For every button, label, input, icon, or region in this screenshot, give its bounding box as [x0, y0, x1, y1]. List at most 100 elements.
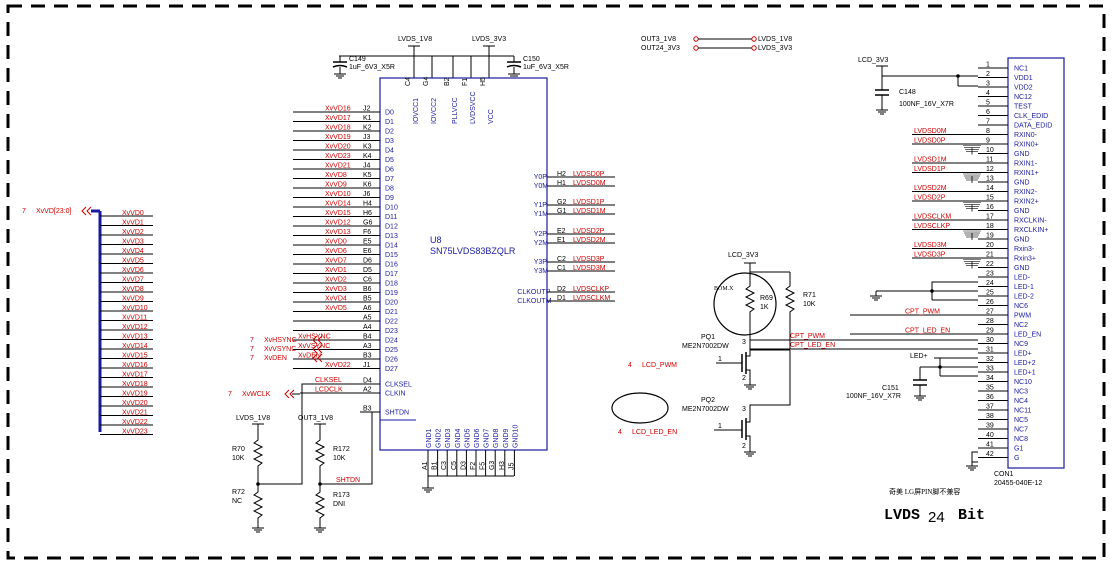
u8-input-pin-num: D5 [363, 267, 372, 274]
bus-line-label: XvVD10 [122, 305, 148, 312]
con1-part: 20455-040E-12 [994, 480, 1042, 487]
u8-gnd-pin-num: C3 [441, 461, 448, 470]
u8-input-pin-name: D1 [385, 119, 394, 126]
bus-line-label: XvVD18 [122, 381, 148, 388]
u8-input-net: XvVD1 [325, 267, 347, 274]
con1-pin-num: 5 [986, 100, 990, 107]
con1-pin-name: NC5 [1014, 417, 1028, 424]
con1-pin-name: RXIN2- [1014, 189, 1038, 196]
u8-input-pin-name: D8 [385, 186, 394, 193]
u8-output-pin-num: H2 [557, 171, 566, 178]
u8-input-pin-name: D3 [385, 138, 394, 145]
con1-pin-num: 2 [986, 71, 990, 78]
u8-input-pin-num: J1 [363, 362, 371, 369]
con1-pin-num: 23 [986, 271, 994, 278]
u8-input-net: XvVD5 [325, 305, 347, 312]
bus-line-label: XvVD5 [122, 258, 144, 265]
u8-input-pin-num: G6 [363, 220, 372, 227]
u8-input-pin-num: J3 [363, 134, 371, 141]
u8-ground-pins: GND1A1GND2B1GND3C3GND4C5GND5D3GND6F2GND7… [422, 425, 519, 493]
u8-input-net: XvVD3 [325, 286, 347, 293]
cpt-led-en-fet-net: CPT_LED_EN [790, 342, 835, 349]
con1-pin-num: 3 [986, 81, 990, 88]
u8-input-pin-name: D6 [385, 167, 394, 174]
c148-ref: C148 [899, 89, 916, 96]
pq2-ref: PQ2 [701, 397, 715, 404]
u8-input-net: XvHSYNC [298, 334, 331, 341]
u8-output-pin-num: E2 [557, 228, 566, 235]
pq1-pin1: 1 [718, 356, 722, 363]
bus-line-label: XvVD9 [122, 296, 144, 303]
u8-gnd-pin-name: GND5 [464, 428, 471, 448]
u8-input-net: XvVD17 [325, 115, 351, 122]
pq2-pin1: 1 [718, 423, 722, 430]
u8-input-pin-name: D4 [385, 148, 394, 155]
u8-input-net: XvVD7 [325, 258, 347, 265]
data-bus: 7 XvVD[23:0] XvVD0XvVD1XvVD2XvVD3XvVD4Xv… [22, 206, 153, 436]
bus-line-label: XvVD8 [122, 286, 144, 293]
con1-pin-num: 7 [986, 119, 990, 126]
con1-pin-num: 20 [986, 242, 994, 249]
c149-ref: C149 [349, 56, 366, 63]
con1-pin-name: RXIN1- [1014, 161, 1038, 168]
u8-output-net: LVDSCLKP [573, 286, 609, 293]
u8-input-pin-num: K2 [363, 125, 372, 132]
shtdn-net: SHTDN [336, 477, 360, 484]
u8-gnd-pin-num: G3 [489, 461, 496, 470]
con1-pin-name: LED+1 [1014, 370, 1036, 377]
con1-pin-net: LVDSD2P [914, 195, 946, 202]
u8-gnd-pin-num: H3 [499, 461, 506, 470]
u8-ctrl-pin-num: D4 [363, 378, 372, 385]
con1-pin-num: 24 [986, 280, 994, 287]
u8-gnd-pin-num: F2 [470, 462, 477, 470]
u8-ctrl-pin-name: CLKIN [385, 391, 406, 398]
u8-input-net: XvVD23 [325, 153, 351, 160]
con1-pin-name: GND [1014, 151, 1030, 158]
con1-pin-name: NC2 [1014, 322, 1028, 329]
bus-sheet-ref: 7 [22, 208, 26, 215]
u8-gnd-pin-num: D3 [460, 461, 467, 470]
con1-pin-num: 34 [986, 375, 994, 382]
bus-line-label: XvVD3 [122, 239, 144, 246]
u8-gnd-pin-num: C5 [451, 461, 458, 470]
con1-body [1007, 57, 1065, 469]
con1-pin-net: LVDSD3P [914, 252, 946, 259]
con1-pin-num: 32 [986, 356, 994, 363]
bus-line-label: XvVD13 [122, 334, 148, 341]
u8-input-pin-name: D22 [385, 319, 398, 326]
u8-input-pin-name: D2 [385, 129, 394, 136]
bus-name: XvVD[23:0] [36, 208, 71, 215]
u8-gnd-pin-name: GND6 [474, 428, 481, 448]
con1-pins: 1NC12VDD13VDD24NC125TEST6CLK_EDID7DATA_E… [850, 62, 1052, 462]
u8-input-pin-num: A3 [363, 343, 372, 350]
con1-pin-num: 13 [986, 176, 994, 183]
u8-input-pin-name: D9 [385, 195, 394, 202]
u8-input-net: XvDEN [298, 353, 321, 360]
u8-gnd-pin-name: GND1 [426, 428, 433, 448]
sync-net: XvWCLK [242, 391, 271, 398]
con1-ref: CON1 [994, 471, 1014, 478]
u8-input-net: XvVD6 [325, 248, 347, 255]
pq2-mark [611, 392, 669, 424]
bus-line-label: XvVD7 [122, 277, 144, 284]
c149-value: 1uF_6V3_X5R [349, 64, 395, 71]
u8-input-pin-num: J2 [363, 106, 371, 113]
r72-ref: R72 [232, 489, 245, 496]
con1-pin-name: VDD2 [1014, 85, 1033, 92]
con1-pin-num: 40 [986, 432, 994, 439]
u8-output-pin-num: C2 [557, 256, 566, 263]
rail-lvds-3v3-label: LVDS_3V3 [472, 36, 506, 43]
r173-value: DNI [333, 501, 345, 508]
u8-top-pin-num: F1 [462, 78, 469, 86]
u8-top-pin-name: LVDSVCC [470, 91, 477, 124]
u8-input-pin-num: A4 [363, 324, 372, 331]
con1-pin-num: 21 [986, 252, 994, 259]
u8-top-pin-num: G4 [423, 77, 430, 86]
u8-input-pin-num: K4 [363, 153, 372, 160]
u8-output-pin-name: Y3M [534, 268, 549, 275]
u8-input-pin-name: D11 [385, 214, 397, 221]
u8-input-pin-name: D25 [385, 347, 398, 354]
cap-c149: C149 1uF_6V3_X5R [332, 56, 395, 79]
